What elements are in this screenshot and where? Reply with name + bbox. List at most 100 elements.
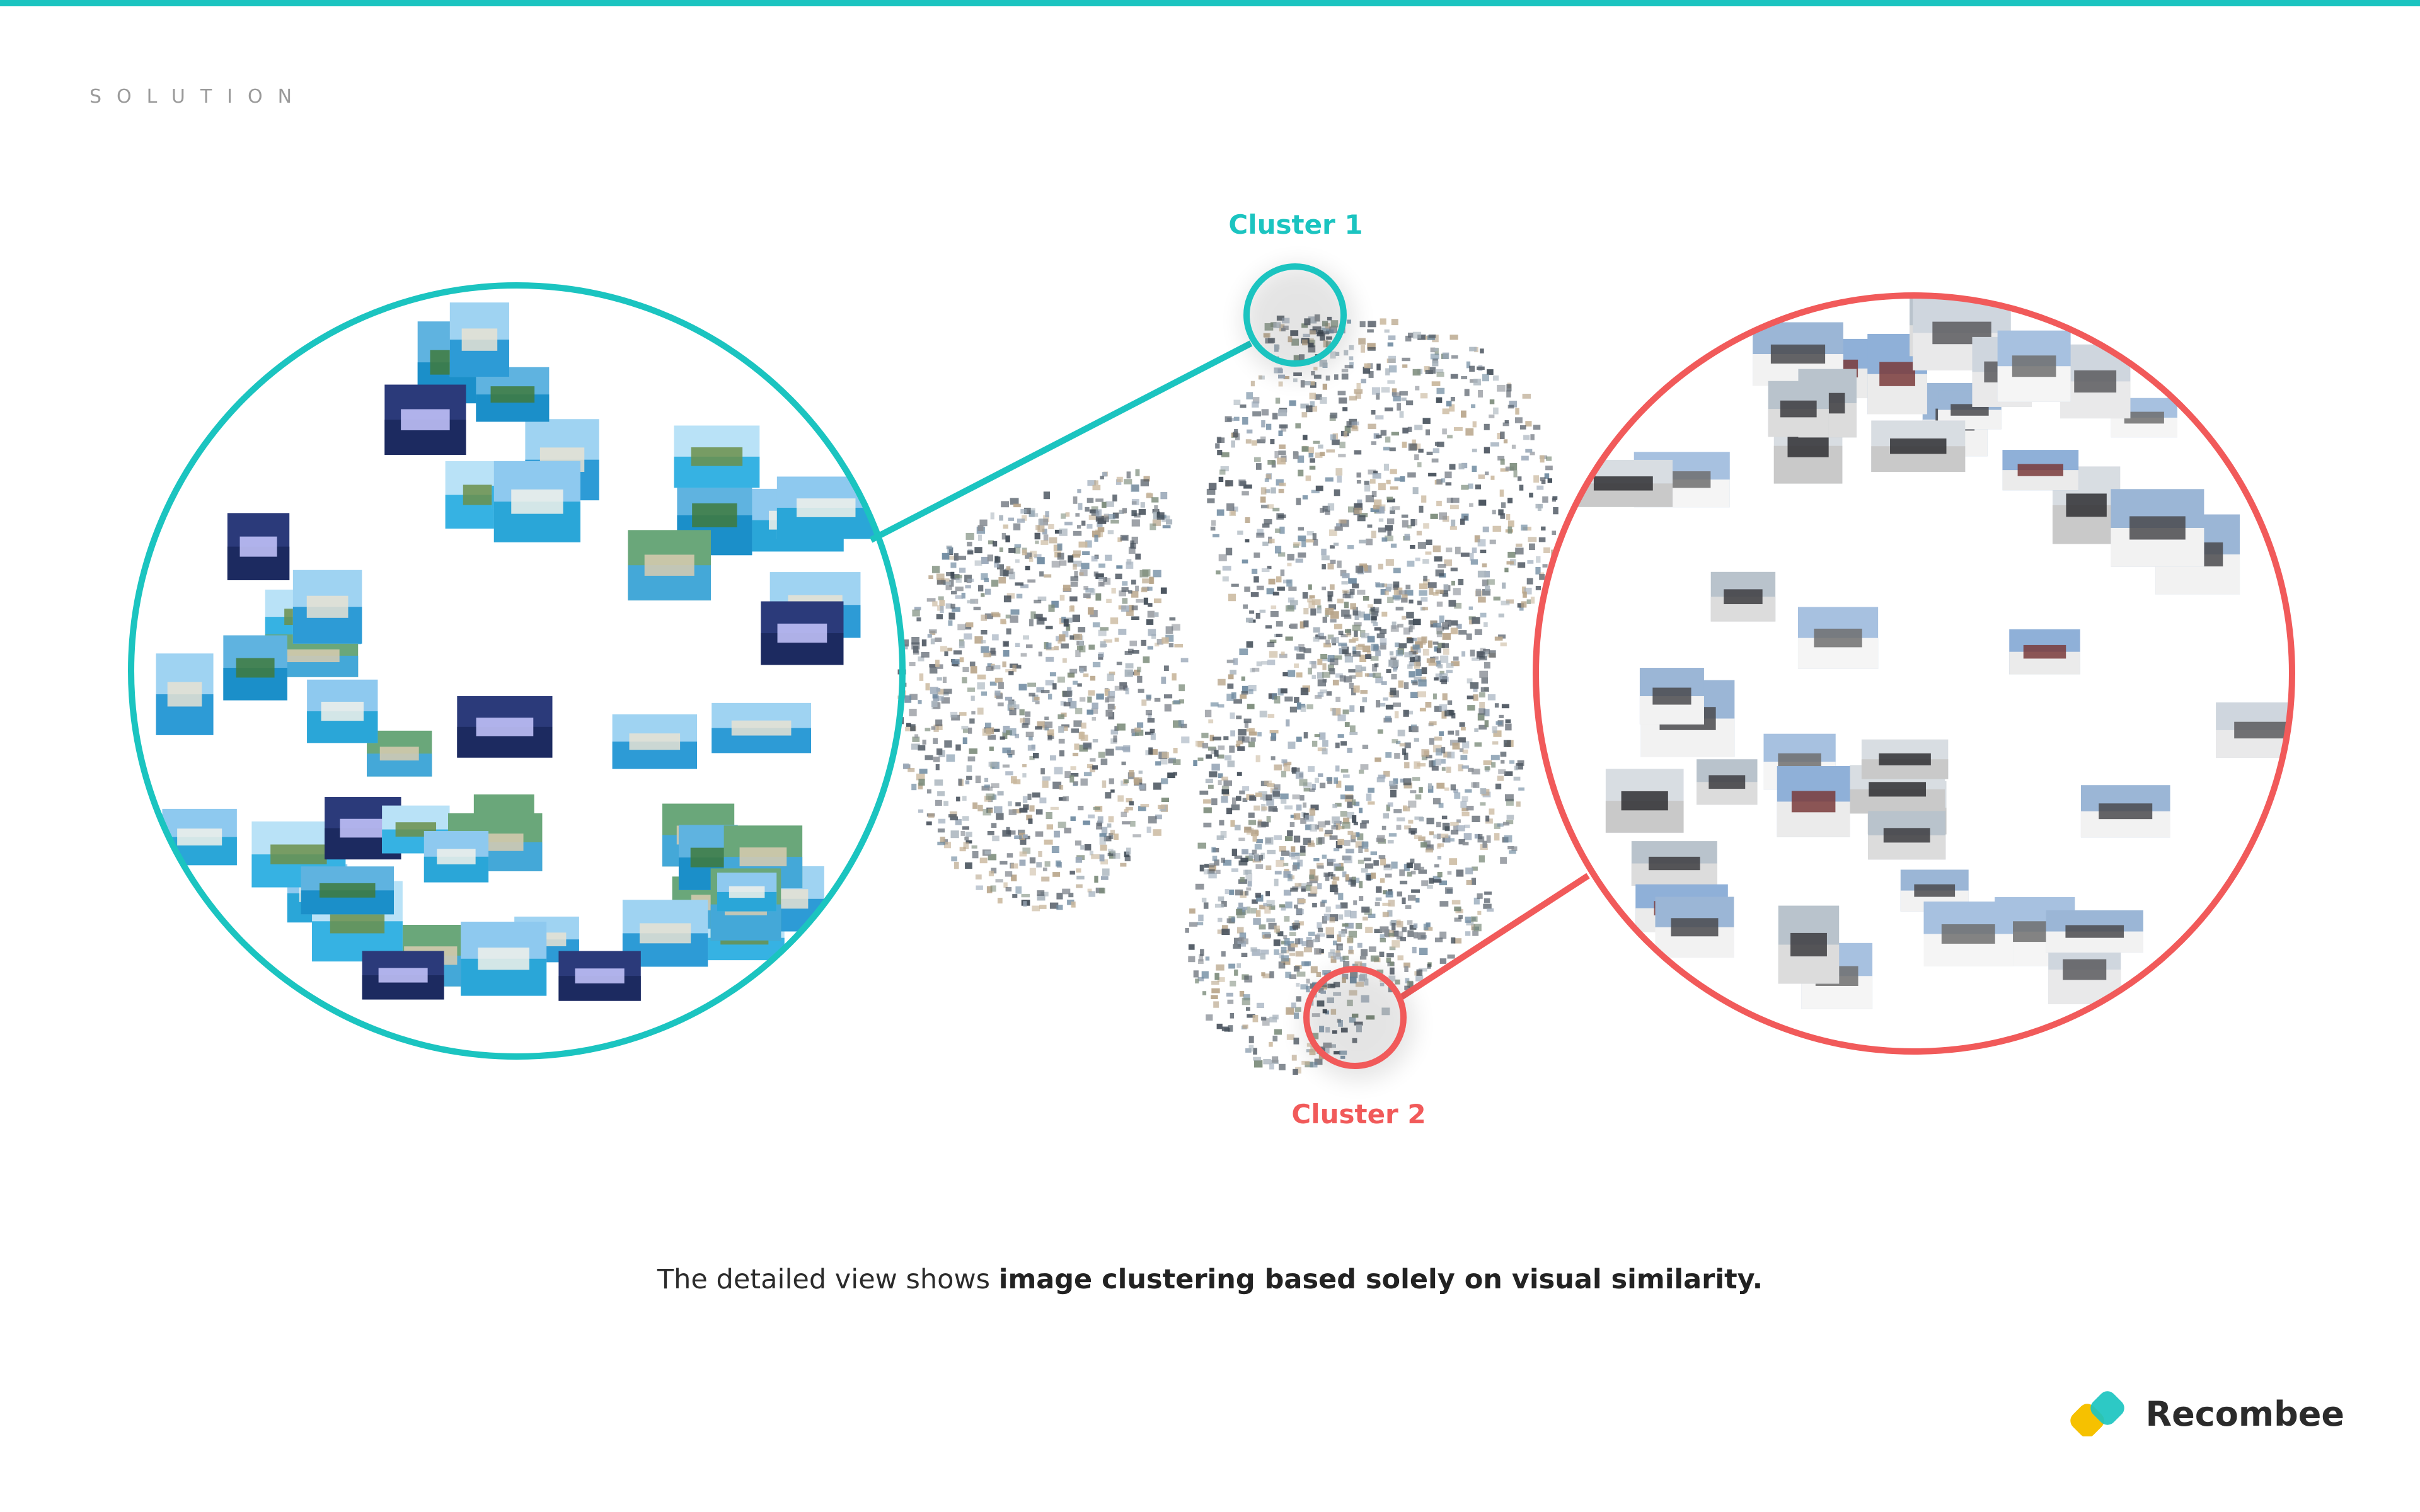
scatter-thumbnail (1095, 573, 1104, 579)
scatter-thumbnail (1296, 908, 1304, 915)
scatter-thumbnail (1002, 830, 1011, 837)
scatter-thumbnail (914, 734, 919, 738)
scatter-thumbnail (1079, 645, 1086, 653)
scatter-thumbnail (1375, 897, 1382, 901)
scatter-thumbnail (1236, 772, 1242, 776)
scatter-thumbnail (1148, 816, 1157, 824)
scatter-thumbnail (1102, 472, 1108, 477)
scatter-thumbnail (1212, 856, 1218, 861)
scatter-thumbnail (1093, 806, 1100, 810)
scatter-thumbnail (1059, 634, 1066, 642)
scatter-thumbnail (1018, 684, 1027, 690)
scatter-thumbnail (1168, 643, 1174, 648)
scatter-thumbnail (1214, 973, 1219, 980)
scatter-thumbnail (1376, 777, 1385, 782)
scatter-thumbnail (1244, 587, 1250, 592)
scatter-thumbnail (1029, 857, 1036, 864)
scatter-thumbnail (1306, 882, 1313, 886)
scatter-thumbnail (1109, 672, 1115, 675)
scatter-thumbnail (1281, 799, 1287, 804)
scatter-thumbnail (1381, 537, 1388, 542)
scatter-thumbnail (1269, 651, 1278, 658)
scatter-thumbnail (1419, 583, 1428, 590)
scatter-thumbnail (1266, 900, 1275, 907)
scatter-thumbnail (1349, 345, 1354, 350)
scatter-thumbnail (1294, 663, 1299, 668)
scatter-thumbnail (1102, 780, 1107, 788)
scatter-thumbnail (1301, 540, 1306, 547)
scatter-thumbnail (1293, 966, 1300, 972)
scatter-thumbnail (1168, 759, 1173, 764)
scatter-thumbnail (1315, 695, 1322, 699)
scatter-thumbnail (1406, 400, 1414, 406)
scatter-thumbnail (1150, 749, 1158, 755)
scatter-thumbnail (1284, 916, 1290, 922)
scatter-thumbnail (1310, 458, 1315, 463)
scatter-thumbnail (1254, 853, 1259, 861)
scatter-thumbnail (1261, 806, 1268, 811)
scatter-thumbnail (1421, 495, 1427, 503)
scatter-thumbnail (1392, 506, 1400, 510)
scatter-thumbnail (1102, 868, 1110, 876)
scatter-thumbnail (1114, 726, 1119, 731)
scatter-thumbnail (1259, 375, 1265, 380)
scatter-thumbnail (1233, 432, 1238, 437)
scatter-thumbnail (1385, 873, 1392, 878)
scatter-thumbnail (1521, 455, 1529, 461)
scatter-thumbnail (1276, 859, 1284, 867)
scatter-thumbnail (1349, 725, 1356, 733)
scatter-thumbnail (1451, 900, 1461, 905)
scatter-thumbnail (1243, 604, 1248, 609)
scatter-thumbnail (1365, 495, 1374, 503)
scatter-thumbnail (1390, 510, 1395, 514)
scatter-thumbnail (1211, 988, 1220, 994)
scatter-thumbnail (1439, 673, 1448, 681)
scatter-thumbnail (1327, 859, 1334, 866)
scatter-thumbnail (1511, 444, 1516, 449)
scatter-thumbnail (1373, 499, 1382, 507)
scatter-thumbnail (1337, 934, 1342, 942)
scatter-thumbnail (1236, 912, 1245, 919)
scatter-thumbnail (1215, 443, 1220, 449)
scatter-thumbnail (926, 598, 936, 602)
scatter-thumbnail (977, 674, 986, 680)
scatter-thumbnail (1320, 654, 1328, 660)
scatter-thumbnail (959, 657, 964, 663)
scatter-thumbnail (1332, 876, 1340, 881)
scatter-thumbnail (1378, 527, 1386, 533)
scatter-thumbnail (1419, 590, 1427, 596)
scatter-thumbnail (1226, 808, 1233, 815)
scatter-thumbnail (1380, 926, 1389, 933)
scatter-thumbnail (1500, 642, 1507, 646)
scatter-thumbnail (1442, 408, 1449, 415)
scatter-thumbnail (1320, 782, 1326, 789)
scatter-thumbnail (1298, 469, 1304, 477)
scatter-thumbnail (1347, 800, 1353, 808)
scatter-thumbnail (1355, 665, 1362, 673)
scatter-thumbnail (1076, 868, 1081, 873)
scatter-thumbnail (1466, 879, 1472, 885)
scatter-thumbnail (991, 783, 1000, 788)
cluster-2-label: Cluster 2 (1291, 1099, 1426, 1130)
scatter-thumbnail (1383, 770, 1390, 777)
scatter-thumbnail (1340, 794, 1345, 799)
scatter-thumbnail (1426, 658, 1436, 663)
scatter-thumbnail (1344, 722, 1350, 727)
scatter-thumbnail (1310, 381, 1315, 386)
scatter-thumbnail (1296, 983, 1300, 987)
scatter-thumbnail (1451, 661, 1460, 667)
scatter-thumbnail (1352, 815, 1357, 823)
scatter-thumbnail (1315, 394, 1322, 400)
scatter-thumbnail (1431, 760, 1436, 767)
scatter-thumbnail (1338, 945, 1343, 950)
scatter-thumbnail (1352, 610, 1359, 616)
scatter-thumbnail (1059, 528, 1068, 536)
scatter-thumbnail (1446, 766, 1451, 773)
scatter-thumbnail (1305, 475, 1311, 481)
scatter-thumbnail (1072, 752, 1079, 757)
scatter-thumbnail (1432, 592, 1439, 596)
scatter-thumbnail (1402, 442, 1407, 448)
scatter-thumbnail (1385, 559, 1394, 566)
scatter-thumbnail (978, 534, 982, 541)
scatter-thumbnail (1100, 476, 1104, 479)
